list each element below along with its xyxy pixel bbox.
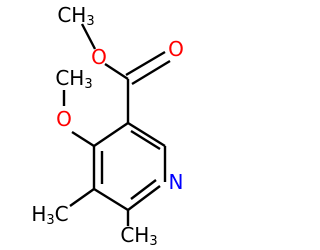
atom-ester-methyl: CH3 [57,3,94,29]
bonds [62,23,171,226]
molecule-structure: CH3 O O CH3 O N H3C CH3 [31,3,184,249]
bond-c3-c2 [127,121,166,148]
atom-carbonyl-oxygen: O [168,37,184,61]
atom-labels: CH3 O O CH3 O N H3C CH3 [31,3,184,249]
bond-n-c6-inner [130,179,157,200]
atom-methoxy-oxygen: O [56,107,72,131]
bond-c4-c3 [93,122,129,147]
bond-c6-c5 [93,187,129,212]
atom-ester-oxygen: O [91,45,107,69]
atom-methoxy-methyl: CH3 [55,66,92,92]
bond-c4-methoxy-o [71,130,95,148]
bond-carbonyl-double-b [131,59,171,86]
bond-methyl-ester-o [80,23,97,50]
bond-ester-o-carbonyl-c [104,62,129,81]
bond-n-c6 [127,185,161,211]
bond-c3-c2-inner [130,129,161,151]
bond-c5-methyl [69,188,95,207]
bond-carbonyl-double-a [125,50,166,77]
atom-methyl-c6: CH3 [120,223,157,249]
atom-ring-nitrogen: N [169,170,184,194]
atom-methyl-c5: H3C [31,202,68,228]
